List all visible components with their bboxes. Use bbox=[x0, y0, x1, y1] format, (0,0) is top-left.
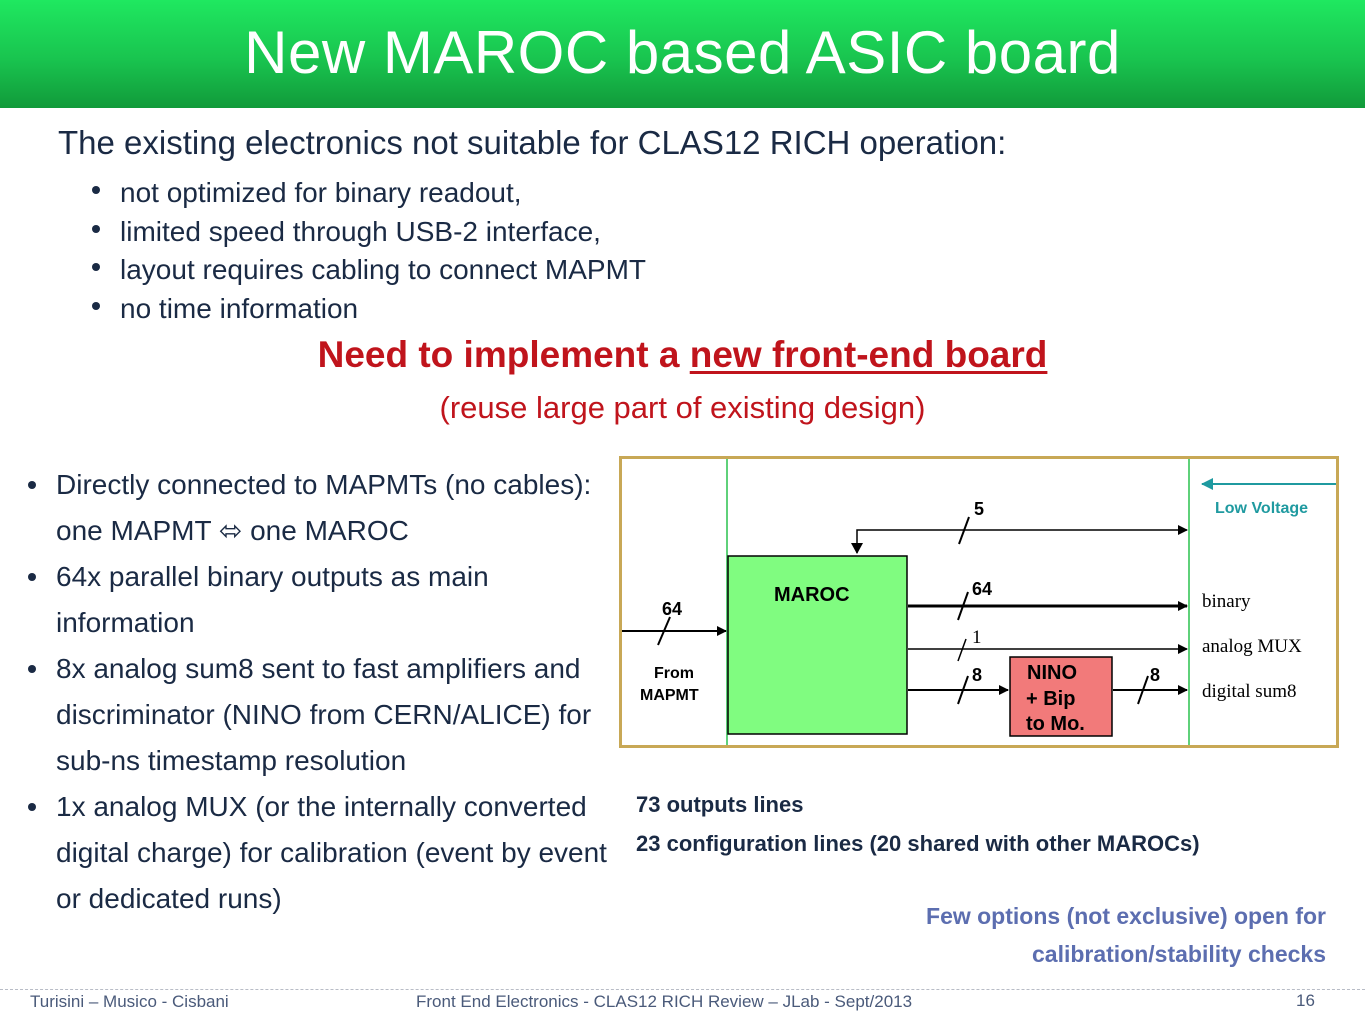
nino-label-line-2: + Bip bbox=[1026, 688, 1075, 710]
feature-bullet: 1x analog MUX (or the internally convert… bbox=[26, 784, 616, 922]
feature-bullet: 64x parallel binary outputs as main info… bbox=[26, 554, 616, 646]
from-label-line-1: From bbox=[654, 665, 694, 682]
board-block-diagram: Low Voltage MAROC NINO + Bip to Mo. 64 F… bbox=[619, 456, 1339, 748]
options-line-1: Few options (not exclusive) open for bbox=[926, 903, 1326, 929]
slide-title: New MAROC based ASIC board bbox=[244, 19, 1121, 86]
sum-output-label: digital sum8 bbox=[1202, 681, 1296, 702]
maroc-label: MAROC bbox=[774, 584, 850, 606]
intro-bullet: layout requires cabling to connect MAPMT bbox=[90, 251, 646, 290]
sum-in-slash bbox=[957, 675, 969, 705]
outputs-lines-count: 73 outputs lines bbox=[636, 792, 804, 817]
need-prefix: Need to implement a bbox=[317, 334, 690, 375]
mux-width: 1 bbox=[972, 627, 982, 648]
intro-bullet: not optimized for binary readout, bbox=[90, 174, 646, 213]
input-bus-width: 64 bbox=[662, 599, 682, 619]
options-line-2: calibration/stability checks bbox=[1031, 940, 1326, 967]
output-line-summary: 73 outputs lines 23 configuration lines … bbox=[636, 786, 1200, 863]
nino-label-line-1: NINO bbox=[1027, 662, 1077, 684]
low-voltage-label: Low Voltage bbox=[1215, 500, 1308, 517]
feature-bullet-list: Directly connected to MAPMTs (no cables)… bbox=[26, 462, 616, 922]
mux-output-label: analog MUX bbox=[1202, 636, 1302, 657]
configuration-lines-count: 23 configuration lines (20 shared with o… bbox=[636, 830, 1200, 856]
calibration-options-note: Few options (not exclusive) open for cal… bbox=[806, 898, 1326, 973]
title-bar: New MAROC based ASIC board bbox=[0, 0, 1365, 108]
sum-out-width: 8 bbox=[1150, 665, 1160, 685]
reuse-note: (reuse large part of existing design) bbox=[439, 390, 926, 425]
mux-slash bbox=[957, 638, 967, 662]
binary-bus-width: 64 bbox=[972, 579, 992, 599]
binary-bus-slash bbox=[957, 591, 969, 621]
maroc-block bbox=[727, 555, 908, 735]
control-bus-width: 5 bbox=[974, 499, 984, 519]
need-statement: Need to implement a new front-end board bbox=[0, 334, 1365, 376]
intro-bullet: limited speed through USB-2 interface, bbox=[90, 213, 646, 252]
feature-bullet: Directly connected to MAPMTs (no cables)… bbox=[26, 462, 616, 554]
intro-bullet-list: not optimized for binary readout, limite… bbox=[90, 174, 646, 328]
slide-number: 16 bbox=[1296, 991, 1315, 1010]
from-label-line-2: MAPMT bbox=[640, 687, 699, 704]
nino-label-line-3: to Mo. bbox=[1026, 713, 1085, 735]
nino-block bbox=[1009, 656, 1113, 737]
binary-output-label: binary bbox=[1202, 591, 1251, 612]
block-diagram-svg: Low Voltage MAROC NINO + Bip to Mo. 64 F… bbox=[622, 459, 1336, 745]
sum-in-width: 8 bbox=[972, 665, 982, 685]
input-bus-slash bbox=[657, 616, 671, 646]
sum-out-slash bbox=[1137, 675, 1149, 705]
need-emphasis: new front-end board bbox=[689, 334, 1048, 375]
footer-event: Front End Electronics - CLAS12 RICH Revi… bbox=[416, 992, 913, 1011]
control-bus-slash bbox=[958, 516, 970, 545]
footer-authors: Turisini – Musico - Cisbani bbox=[30, 992, 229, 1011]
intro-bullet: no time information bbox=[90, 290, 646, 329]
control-bus-arrow bbox=[851, 543, 863, 554]
intro-heading: The existing electronics not suitable fo… bbox=[58, 124, 1007, 161]
feature-bullet: 8x analog sum8 sent to fast amplifiers a… bbox=[26, 646, 616, 784]
control-bus-line bbox=[856, 525, 1188, 553]
footer-divider bbox=[0, 989, 1365, 990]
